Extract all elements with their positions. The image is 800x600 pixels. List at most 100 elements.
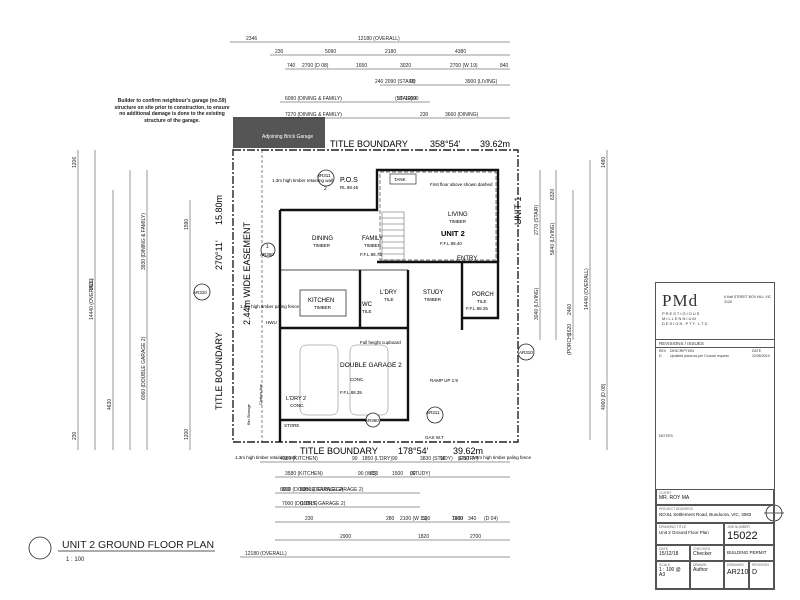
adjoining-garage-label: Adjoining Brick Garage	[262, 134, 313, 140]
notes-label: NOTES	[659, 433, 673, 438]
room-family: FAMILY	[362, 236, 383, 242]
company-name-3: DESIGN PTY LTD	[662, 321, 709, 326]
drawing-title-label: DRAWING TITLE	[659, 525, 687, 529]
left_dims-2: 14440 (OVERALL)	[89, 278, 95, 320]
top_dims-17: 90	[397, 96, 403, 102]
left_dims-1: 230	[72, 431, 78, 440]
marker-ar310-right: AR310	[519, 350, 533, 355]
left_dims-8: 1200	[184, 429, 190, 440]
top_dims-22: 230	[420, 112, 429, 118]
bottom_dims-28: 7460	[452, 516, 463, 522]
right_dims-7: 14440 (OVERALL)	[584, 268, 590, 310]
project-value: NO.61 Settlement Road, Bundoora, VIC, 30…	[659, 512, 752, 517]
rev-header-rev: REV	[659, 349, 667, 353]
bottom_dims-11: 1500	[392, 471, 403, 477]
revisions-label: REVISIONS / ISSUES	[656, 339, 774, 347]
bottom_dims-29: 2900	[340, 534, 351, 540]
room-garage-ffl: F.F.L 88.35	[340, 390, 362, 395]
rev-header-date: DATE	[752, 349, 762, 353]
bottom_dims-8: 3580 (KITCHEN)	[285, 471, 323, 477]
top_dims-1: 12180 (OVERALL)	[358, 36, 400, 42]
date-label: DATE	[659, 547, 669, 551]
marker-num-2: 2	[324, 186, 327, 192]
date-value: 15/12/18	[659, 551, 679, 557]
company-name-1: PRESTIGIOUS	[662, 311, 701, 316]
room-study-mat: TIMBER	[424, 297, 442, 302]
bottom_dims-1: 90	[352, 456, 358, 462]
bottom_dims-31: 2700	[470, 534, 481, 540]
clothes-note: Clothes line	[258, 383, 263, 405]
bearing-left: 270°11'	[214, 240, 224, 270]
builder-note: Builder to confirm neighbour's garage (n…	[114, 98, 230, 124]
drawing-number-label: DRAWING	[727, 563, 744, 567]
revision-value: D	[752, 569, 758, 576]
bottom_dims-27: (D 04)	[484, 516, 498, 522]
room-living-mat: TIMBER	[449, 219, 467, 224]
building-walls	[278, 168, 500, 442]
top_dims-2: 230	[275, 49, 284, 55]
room-family-ffl: F.F.L 88.74	[360, 252, 382, 257]
bottom_dims-7: (ENTRY)	[458, 456, 479, 462]
drawing-number-value: AR210	[727, 569, 749, 576]
garage-cars	[299, 344, 389, 416]
easement-label: 2.44m WIDE EASEMENT	[242, 221, 252, 325]
top_dims-9: 3020	[400, 63, 411, 69]
title-boundary-bottom: TITLE BOUNDARY	[300, 446, 378, 456]
right-dimension-labels: 2770 (STAIR)3040 (LIVING)5640 (LIVING)63…	[534, 157, 607, 410]
room-porch: PORCH	[472, 292, 494, 298]
bottom_dims-4: 3830 (STUDY)	[420, 456, 453, 462]
rev1-rev: D	[659, 354, 662, 358]
room-pos: P.O.S	[340, 177, 358, 184]
bottom_dims-22: 280	[386, 516, 395, 522]
revisions-table: REV DESCRIPTION DATE D Updated plans as …	[656, 347, 774, 408]
drawing-title-cell: DRAWING TITLE Unit 2 Ground Floor Plan	[656, 523, 724, 545]
marker-ar360-left: AR360	[260, 252, 274, 257]
top_dims-12: 240	[375, 79, 384, 85]
top_dims-7: 2700 (D 08)	[302, 63, 329, 69]
room-wc-mat: TILE	[362, 309, 372, 314]
top_dims-4: 2180	[385, 49, 396, 55]
room-porch-ffl: F.F.L 88.25	[466, 306, 488, 311]
room-wc: WC	[362, 302, 373, 308]
client-label: CLIENT	[659, 491, 672, 495]
room-ldry2-mat: CONC.	[290, 403, 305, 408]
right_dims-4: 2460	[567, 304, 573, 315]
fence-note-4: 1.8m high timber paling fence	[472, 455, 532, 460]
room-family-mat: TIMBER	[364, 243, 382, 248]
length-bottom: 39.62m	[453, 446, 483, 456]
dimension-lines	[77, 41, 608, 558]
store-note: STORE	[284, 423, 299, 428]
right_dims-9: 1480	[601, 157, 607, 168]
room-ldry-mat: TILE	[384, 297, 394, 302]
checked-cell: CHECKED Checker	[690, 545, 724, 561]
top_dims-16: 6090 (DINING & FAMILY)	[285, 96, 342, 102]
marker-ar311-bottom: AR311	[426, 410, 440, 415]
status-value: BUILDING PERMIT	[727, 550, 767, 555]
drawn-value: Author	[693, 567, 708, 573]
top_dims-14: 90	[410, 79, 416, 85]
bottom_dims-24: 520	[422, 516, 431, 522]
bottom_dims-20: 7000 (DOUBLE GARAGE 2)	[282, 501, 346, 507]
drawing-title-value: Unit 2 Ground Floor Plan	[659, 530, 709, 535]
marker-ar311-top: AR311	[317, 173, 331, 178]
top_dims-19: 90	[413, 96, 419, 102]
job-cell: JOB NUMBER 15022	[724, 523, 774, 545]
room-living-ffl: F.F.L 88.40	[440, 241, 462, 246]
bottom_dims-0: 4280 (KITCHEN)	[280, 456, 318, 462]
right_dims-3: 6320	[550, 189, 556, 200]
revision-label: REVISION	[752, 563, 769, 567]
first-floor-dashed	[379, 171, 497, 261]
drawing-number-cell: DRAWING AR210	[724, 561, 749, 589]
drawn-label: DRAWN	[693, 563, 707, 567]
bearing-top: 358°54'	[430, 139, 461, 149]
first-floor-note: First floor above shown dashed	[430, 182, 493, 187]
top_dims-0: 2346	[246, 36, 257, 42]
drawn-cell: DRAWN Author	[690, 561, 724, 589]
unit1-label: UNIT 1	[513, 197, 523, 225]
room-garage-mat: CONC.	[350, 377, 365, 382]
bottom_dims-3: 90	[392, 456, 398, 462]
plan-scale: 1 : 100	[66, 557, 85, 563]
